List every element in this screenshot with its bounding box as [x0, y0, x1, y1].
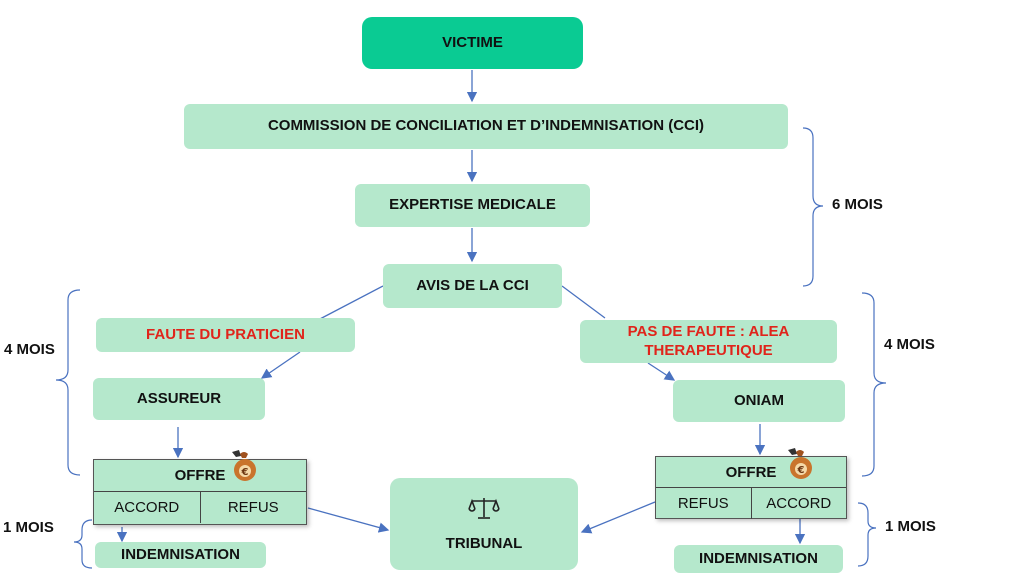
arrow-faute-assureur: [260, 351, 301, 379]
money-bag-euro-icon: €: [232, 450, 256, 481]
cci-box: COMMISSION DE CONCILIATION ET D’INDEMNIS…: [184, 104, 788, 149]
duration-1-mois-right: 1 MOIS: [885, 518, 936, 535]
cci-label: COMMISSION DE CONCILIATION ET D’INDEMNIS…: [267, 117, 705, 135]
oniam-box: ONIAM: [673, 380, 845, 422]
avis-box: AVIS DE LA CCI: [383, 264, 562, 308]
tribunal-label: TRIBUNAL: [445, 534, 523, 552]
right-offer-refus: REFUS: [677, 495, 729, 512]
pas-faute-label: PAS DE FAUTE : ALEA THERAPEUTIQUE: [627, 322, 790, 359]
left-offer-refus: REFUS: [199, 492, 307, 523]
svg-text:€: €: [797, 465, 805, 476]
bracket-4-mois-left: [55, 289, 81, 476]
bracket-4-mois-right: [861, 292, 887, 477]
left-offer-accord: ACCORD: [114, 499, 180, 516]
tribunal-box: TRIBUNAL: [390, 478, 578, 570]
victime-label: VICTIME: [442, 33, 503, 51]
svg-text:€: €: [241, 467, 249, 478]
victime-box: VICTIME: [362, 17, 583, 69]
bracket-1-mois-left: [73, 519, 93, 569]
right-offer-table: OFFRE REFUS ACCORD: [655, 456, 847, 519]
arrow-refus-tribunal-right: [580, 501, 656, 534]
left-offer-title: OFFRE: [94, 460, 306, 492]
faute-label: FAUTE DU PRATICIEN: [146, 325, 305, 343]
duration-4-mois-left: 4 MOIS: [4, 341, 55, 358]
duration-1-mois-left: 1 MOIS: [3, 519, 54, 536]
faute-box: FAUTE DU PRATICIEN: [96, 318, 355, 352]
expertise-box: EXPERTISE MEDICALE: [355, 184, 590, 227]
assureur-label: ASSUREUR: [136, 389, 222, 407]
bracket-6-mois: [802, 127, 824, 287]
duration-4-mois-right: 4 MOIS: [884, 336, 935, 353]
duration-6-mois: 6 MOIS: [832, 196, 883, 213]
assureur-box: ASSUREUR: [93, 378, 265, 420]
right-offer-accord: ACCORD: [750, 488, 847, 519]
line-avis-pas-faute: [561, 285, 606, 319]
bracket-1-mois-right: [857, 502, 877, 567]
arrow-refus-tribunal-left: [307, 507, 390, 533]
right-indemnisation-box: INDEMNISATION: [674, 545, 843, 573]
left-offer-table: OFFRE ACCORD REFUS: [93, 459, 307, 525]
oniam-label: ONIAM: [734, 391, 784, 409]
left-indemnisation-box: INDEMNISATION: [95, 542, 266, 568]
pas-faute-box: PAS DE FAUTE : ALEA THERAPEUTIQUE: [580, 320, 837, 363]
scales-of-justice-icon: [468, 497, 500, 519]
money-bag-euro-icon: €: [788, 448, 812, 479]
avis-label: AVIS DE LA CCI: [416, 276, 529, 294]
arrow-pas-faute-oniam: [647, 362, 676, 381]
right-offer-title: OFFRE: [656, 457, 846, 488]
right-indemnisation-label: INDEMNISATION: [699, 549, 818, 567]
expertise-label: EXPERTISE MEDICALE: [389, 196, 556, 214]
line-avis-faute: [317, 285, 384, 321]
left-indemnisation-label: INDEMNISATION: [121, 545, 240, 563]
